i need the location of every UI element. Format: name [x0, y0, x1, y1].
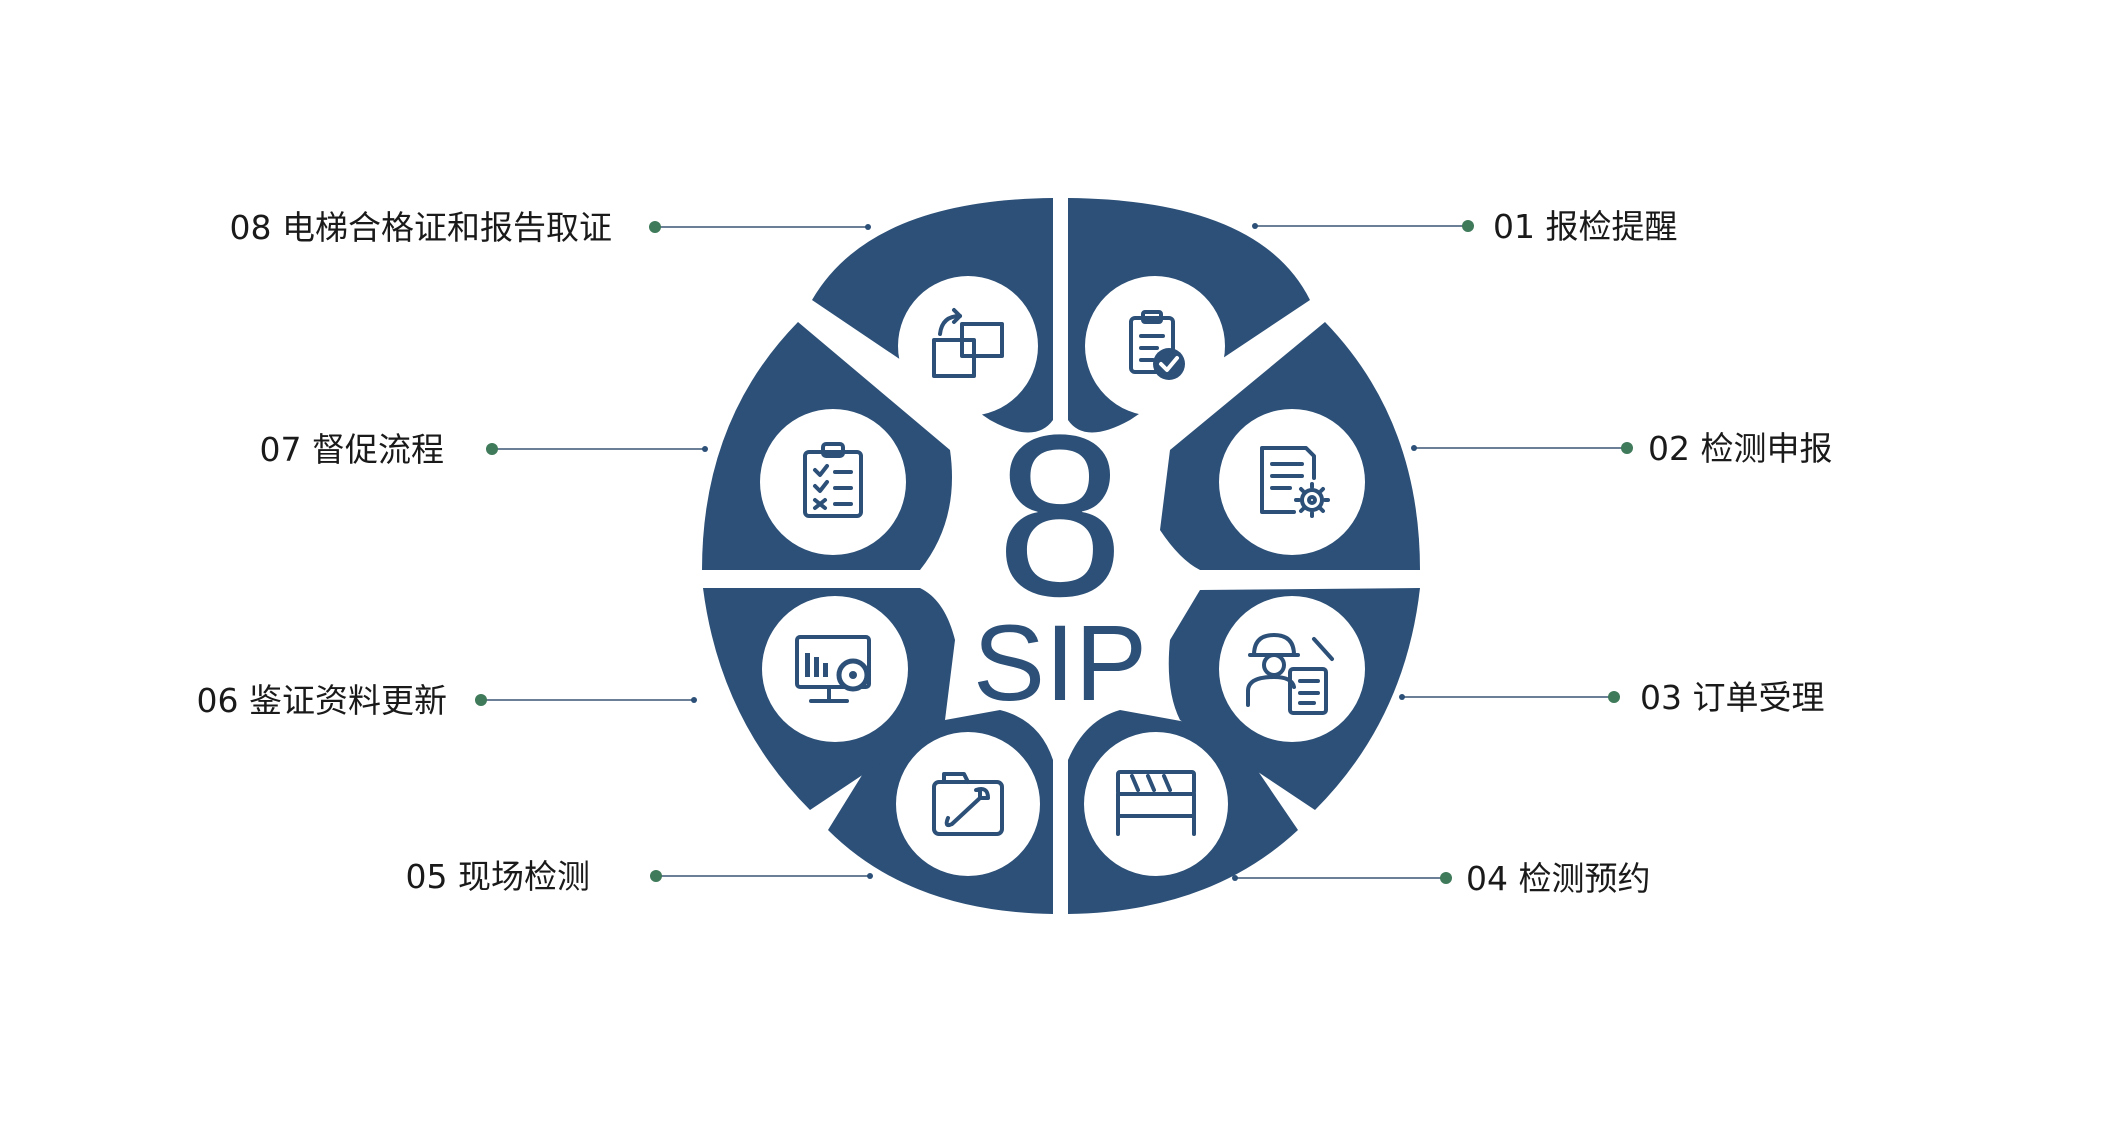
step-label-02: 02 检测申报	[1648, 429, 1832, 468]
awning-stall-icon	[1116, 770, 1196, 836]
step-label-06: 06 鉴证资料更新	[197, 681, 447, 720]
step-label-04: 04 检测预约	[1466, 859, 1650, 898]
step-label-07: 07 督促流程	[260, 430, 444, 469]
step-label-03: 03 订单受理	[1640, 678, 1824, 717]
step-label-05: 05 现场检测	[406, 857, 590, 896]
document-gear-icon	[1260, 446, 1330, 518]
connector-dots	[475, 220, 1633, 884]
icon-circles	[760, 276, 1365, 876]
step-label-08: 08 电梯合格证和报告取证	[230, 208, 612, 247]
window-transfer-icon	[932, 308, 1004, 378]
clipboard-checklist-icon	[803, 442, 863, 518]
wrench-toolbox-icon	[932, 772, 1004, 836]
step-label-01: 01 报检提醒	[1493, 207, 1677, 246]
worker-checklist-icon	[1246, 633, 1334, 715]
checked-document-icon	[1129, 310, 1185, 380]
monitor-chart-gear-icon	[795, 635, 871, 703]
center-number: 8	[996, 387, 1124, 644]
connectors	[481, 225, 1627, 879]
center-word: SIP	[973, 602, 1147, 723]
